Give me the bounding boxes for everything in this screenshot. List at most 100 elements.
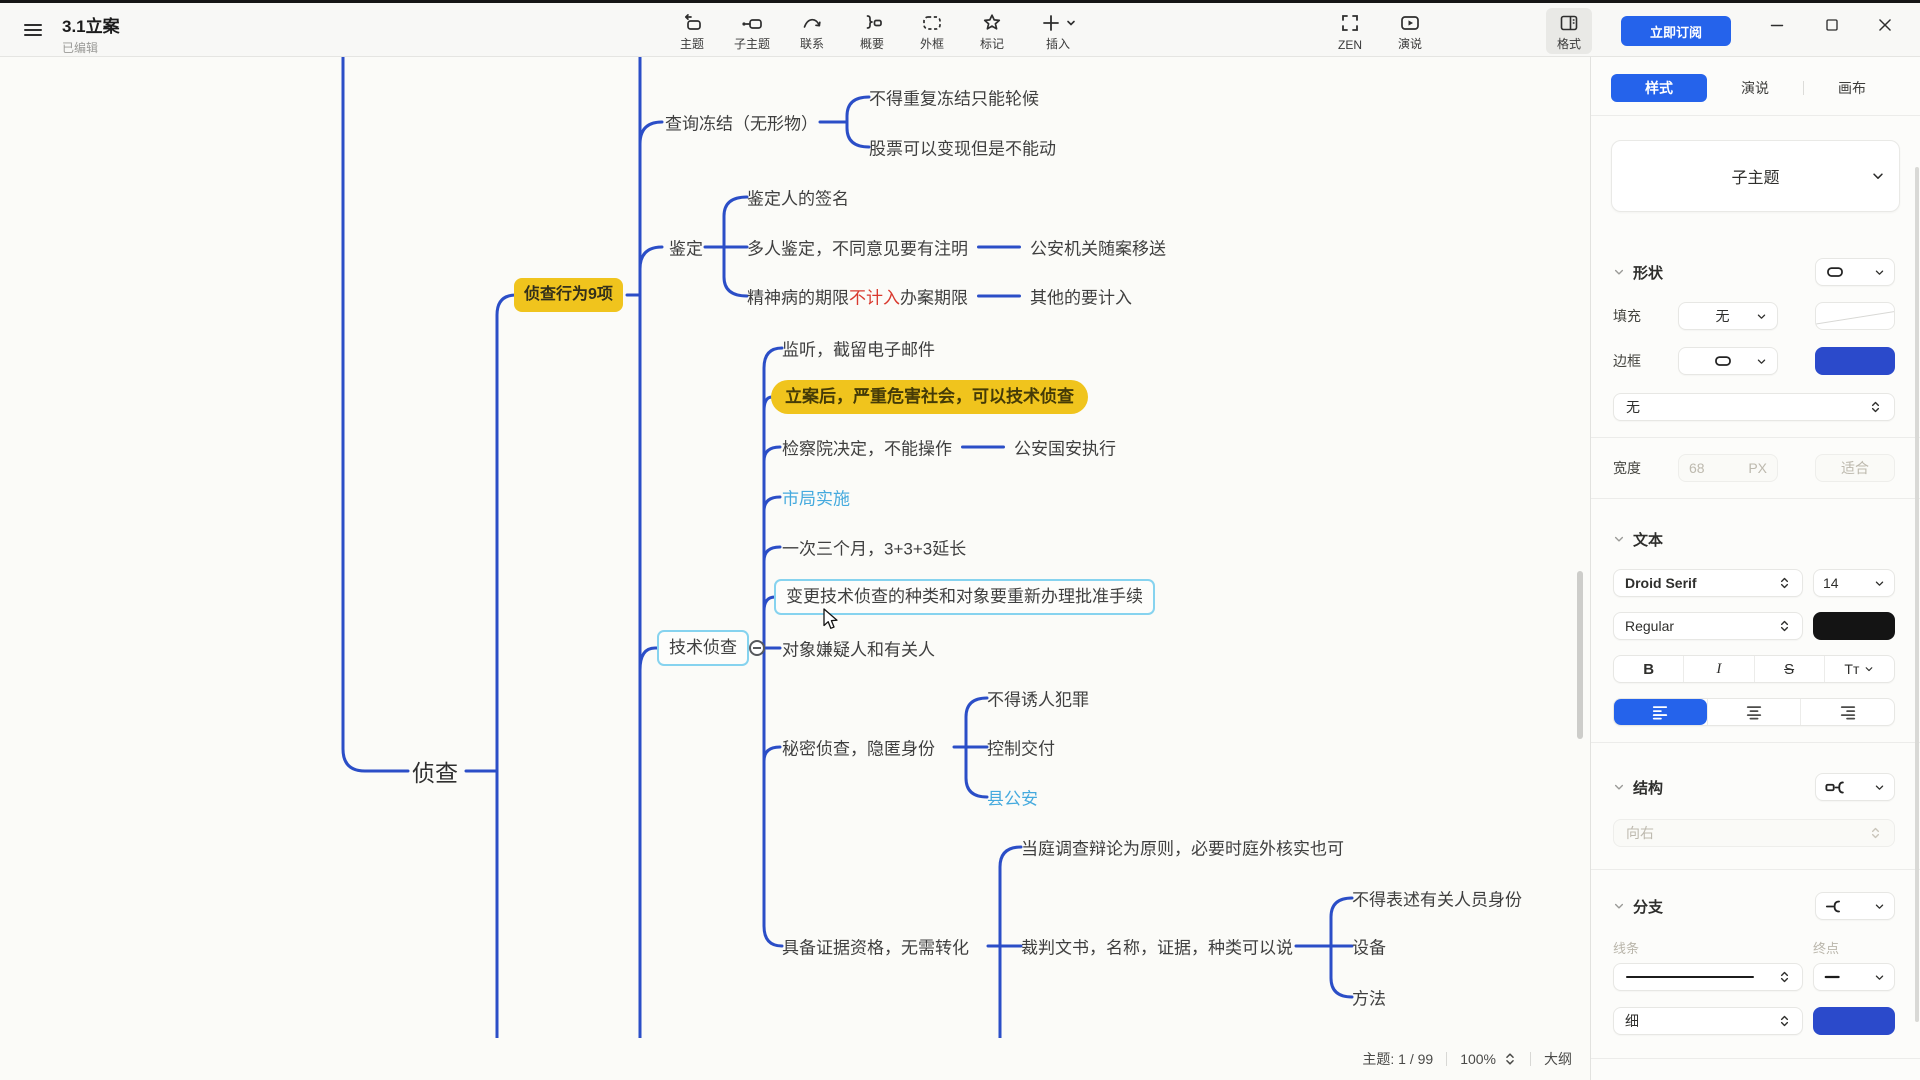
branch-color-swatch[interactable] — [1813, 1007, 1895, 1035]
close-icon — [1879, 19, 1891, 31]
align-center-icon — [1746, 706, 1762, 720]
collapse-toggle-icon[interactable] — [749, 640, 765, 656]
maximize-button[interactable] — [1810, 9, 1854, 41]
zen-button[interactable]: ZEN — [1320, 8, 1380, 54]
text-case-button[interactable]: Tᴛ — [1823, 656, 1894, 682]
structure-type-dropdown[interactable] — [1815, 773, 1895, 801]
fit-button[interactable]: 适合 — [1815, 454, 1895, 482]
hamburger-menu-icon[interactable] — [18, 16, 48, 44]
format-sidebar: 样式 演说 画布 子主题 形状 填充 无 边框 — [1590, 57, 1920, 1080]
map-node-verdict[interactable]: 裁判文书，名称，证据，种类可以说 — [1021, 938, 1293, 958]
tab-canvas[interactable]: 画布 — [1838, 80, 1866, 96]
map-node-freeze[interactable]: 查询冻结（无形物） — [665, 114, 818, 134]
chevron-up-down-icon — [1780, 620, 1789, 632]
line-style-dropdown[interactable] — [1613, 963, 1803, 991]
branch-line-row — [1613, 963, 1895, 991]
map-node-freeze-child[interactable]: 不得重复冻结只能轮候 — [869, 89, 1039, 109]
direction-dropdown[interactable]: 向右 — [1613, 819, 1895, 847]
section-collapse-icon[interactable] — [1613, 900, 1625, 912]
summary-button[interactable]: 概要 — [842, 8, 902, 54]
map-node-procuratorate[interactable]: 检察院决定，不能操作 — [782, 439, 952, 459]
zoom-stepper-icon[interactable] — [1503, 1051, 1517, 1067]
map-node-evidence-child[interactable]: 当庭调查辩论为原则，必要时庭外核实也可 — [1021, 839, 1344, 859]
italic-button[interactable]: I — [1683, 656, 1753, 682]
marker-button[interactable]: 标记 — [962, 8, 1022, 54]
map-node-three-months[interactable]: 一次三个月，3+3+3延长 — [782, 539, 967, 559]
width-input[interactable]: 68 PX — [1678, 454, 1778, 482]
boundary-button[interactable]: 外框 — [902, 8, 962, 54]
font-size-dropdown[interactable]: 14 — [1813, 569, 1895, 597]
map-node-verdict-child[interactable]: 方法 — [1352, 989, 1386, 1009]
align-right-button[interactable] — [1800, 699, 1894, 725]
relation-button[interactable]: 联系 — [782, 8, 842, 54]
chevron-down-icon — [1865, 667, 1873, 672]
summary-label: 概要 — [859, 37, 884, 51]
map-node-secret[interactable]: 秘密侦查，隐匿身份 — [782, 739, 935, 759]
align-left-button[interactable] — [1614, 699, 1707, 725]
fill-type-dropdown[interactable]: 无 — [1678, 302, 1778, 330]
branch-style-dropdown[interactable] — [1815, 892, 1895, 920]
map-node-period[interactable]: 精神病的期限不计入办案期限 — [747, 284, 968, 309]
shape-section-title: 形状 — [1633, 264, 1664, 282]
topic-label: 主题 — [679, 37, 704, 51]
map-node-appraisal-child[interactable]: 多人鉴定，不同意见要有注明 — [747, 239, 968, 259]
shape-type-dropdown[interactable] — [1815, 258, 1895, 286]
bold-button[interactable]: B — [1643, 660, 1655, 678]
map-node-county-police[interactable]: 县公安 — [987, 789, 1038, 809]
tab-style[interactable]: 样式 — [1611, 74, 1707, 102]
map-node-freeze-child[interactable]: 股票可以变现但是不能动 — [869, 139, 1056, 159]
shape-effect-dropdown[interactable]: 无 — [1613, 393, 1895, 421]
mindmap-canvas[interactable]: 侦查 侦查行为9项 查询冻结（无形物） 不得重复冻结只能轮候 股票可以变现但是不… — [0, 57, 1590, 1038]
map-node-evidence[interactable]: 具备证据资格，无需转化 — [782, 938, 969, 958]
thickness-dropdown[interactable]: 细 — [1613, 1007, 1803, 1035]
structure-section-header: 结构 — [1613, 773, 1895, 801]
map-node-tech-highlight[interactable]: 立案后，严重危害社会，可以技术侦查 — [771, 380, 1088, 414]
tab-speech[interactable]: 演说 — [1741, 80, 1769, 96]
border-type-dropdown[interactable] — [1678, 347, 1778, 375]
subtopic-button[interactable]: 子主题 — [722, 8, 782, 54]
map-node-secret-child[interactable]: 不得诱人犯罪 — [987, 690, 1089, 710]
map-node-root[interactable]: 侦查 — [412, 760, 458, 786]
border-label: 边框 — [1613, 353, 1641, 369]
close-button[interactable] — [1863, 9, 1907, 41]
font-weight-dropdown[interactable]: Regular — [1613, 612, 1803, 640]
endpoint-dropdown[interactable] — [1813, 963, 1895, 991]
section-collapse-icon[interactable] — [1613, 781, 1625, 793]
fill-color-swatch[interactable] — [1815, 302, 1895, 330]
sidebar-scrollbar[interactable] — [1915, 167, 1919, 1022]
present-button[interactable]: 演说 — [1380, 8, 1440, 54]
border-color-swatch[interactable] — [1815, 347, 1895, 375]
strikethrough-button[interactable]: S — [1753, 656, 1824, 682]
map-node-secret-child[interactable]: 控制交付 — [987, 739, 1055, 759]
map-node-change-approval[interactable]: 变更技术侦查的种类和对象要重新办理批准手续 — [774, 579, 1155, 615]
minimize-button[interactable] — [1755, 9, 1799, 41]
map-node-verdict-child[interactable]: 设备 — [1352, 938, 1386, 958]
topic-type-dropdown[interactable]: 子主题 — [1611, 140, 1900, 212]
canvas-vertical-scrollbar[interactable] — [1577, 571, 1583, 739]
topic-button[interactable]: 主题 — [662, 8, 722, 54]
map-node-period-other[interactable]: 其他的要计入 — [1030, 288, 1132, 308]
subscribe-button[interactable]: 立即订阅 — [1621, 16, 1731, 46]
map-node-suspects[interactable]: 对象嫌疑人和有关人 — [782, 640, 935, 660]
map-node-verdict-child[interactable]: 不得表述有关人员身份 — [1352, 890, 1522, 910]
align-center-button[interactable] — [1706, 699, 1801, 725]
insert-button[interactable]: 插入 — [1022, 8, 1094, 54]
map-node-tech-child[interactable]: 监听，截留电子邮件 — [782, 340, 935, 360]
section-collapse-icon[interactable] — [1613, 533, 1625, 545]
map-node-police-execute[interactable]: 公安国安执行 — [1014, 439, 1116, 459]
map-node-appraisal[interactable]: 鉴定 — [669, 239, 703, 259]
branch-thickness-row: 细 — [1613, 1007, 1895, 1035]
section-collapse-icon[interactable] — [1613, 266, 1625, 278]
width-unit: PX — [1748, 460, 1767, 476]
map-node-nine-actions[interactable]: 侦查行为9项 — [514, 278, 623, 312]
tab-divider — [1803, 81, 1804, 95]
format-panel-button[interactable]: 格式 — [1546, 8, 1592, 54]
font-family-dropdown[interactable]: Droid Serif — [1613, 569, 1803, 597]
map-node-appraisal-child[interactable]: 鉴定人的签名 — [747, 189, 849, 209]
map-node-city-bureau[interactable]: 市局实施 — [782, 489, 850, 509]
text-case-label: Tᴛ — [1844, 661, 1860, 677]
font-color-swatch[interactable] — [1813, 612, 1895, 640]
map-node-tech-investigation[interactable]: 技术侦查 — [657, 630, 749, 666]
map-node-transfer[interactable]: 公安机关随案移送 — [1030, 239, 1166, 259]
outline-button[interactable]: 大纲 — [1544, 1051, 1572, 1067]
